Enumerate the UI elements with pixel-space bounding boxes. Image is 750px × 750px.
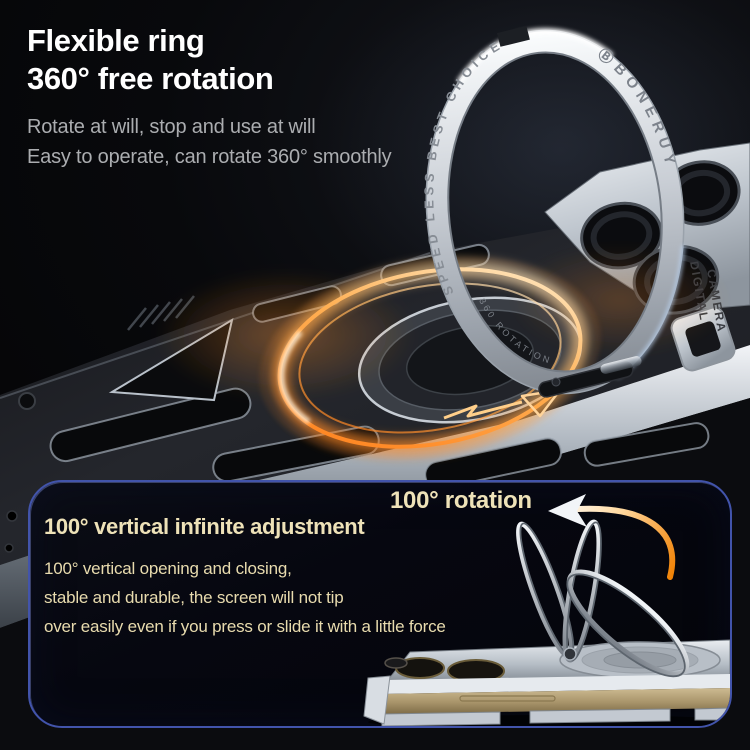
case-hole: [4, 543, 14, 553]
ring-top-highlight: [456, 28, 614, 85]
phone-band-slot: [459, 695, 556, 702]
case-slot: [424, 437, 562, 490]
case-hole: [6, 510, 18, 522]
case-slot: [49, 387, 252, 463]
callout-heading: 100° vertical infinite adjustment: [44, 514, 365, 539]
panel-illustration: [363, 494, 730, 726]
phone-camera-lenses: [384, 657, 505, 683]
callout-body-line-1: 100° vertical opening and closing,: [44, 559, 292, 578]
rotation-degree-label: 100° rotation: [390, 487, 532, 514]
title-line-1: Flexible ring: [27, 23, 205, 58]
case-slot: [583, 422, 710, 467]
ring-notch: [496, 25, 530, 47]
case-hole: [18, 392, 36, 410]
header: Flexible ring 360° free rotation Rotate …: [27, 22, 392, 172]
feature-callout-panel: 100° rotation 100° vertical infinite adj…: [28, 480, 732, 728]
page-subtitle: Rotate at will, stop and use at will Eas…: [27, 112, 392, 172]
title-line-2: 360° free rotation: [27, 61, 274, 96]
phone-lower-rail: [381, 707, 730, 726]
callout-body-line-3: over easily even if you press or slide i…: [44, 617, 446, 636]
subtitle-line-1: Rotate at will, stop and use at will: [27, 116, 316, 138]
page-title: Flexible ring 360° free rotation: [27, 22, 391, 98]
callout-body: 100° vertical opening and closing, stabl…: [44, 554, 446, 641]
ring-positions-fan: [516, 519, 690, 678]
callout-body-line-2: stable and durable, the screen will not …: [44, 588, 344, 607]
subtitle-line-2: Easy to operate, can rotate 360° smoothl…: [27, 146, 392, 168]
phone-titanium-band: [382, 688, 730, 714]
ring-hinge-point: [563, 647, 577, 661]
ring-position: [566, 569, 690, 678]
ring-position: [562, 519, 602, 663]
phone-corner-bumper: [363, 675, 391, 725]
ring-hinge: [538, 356, 642, 398]
phone-side-view: [363, 639, 730, 726]
rotation-arrow-icon: [548, 494, 676, 580]
glow-swirl: [155, 245, 730, 459]
phone-upper-rail: [382, 674, 730, 694]
